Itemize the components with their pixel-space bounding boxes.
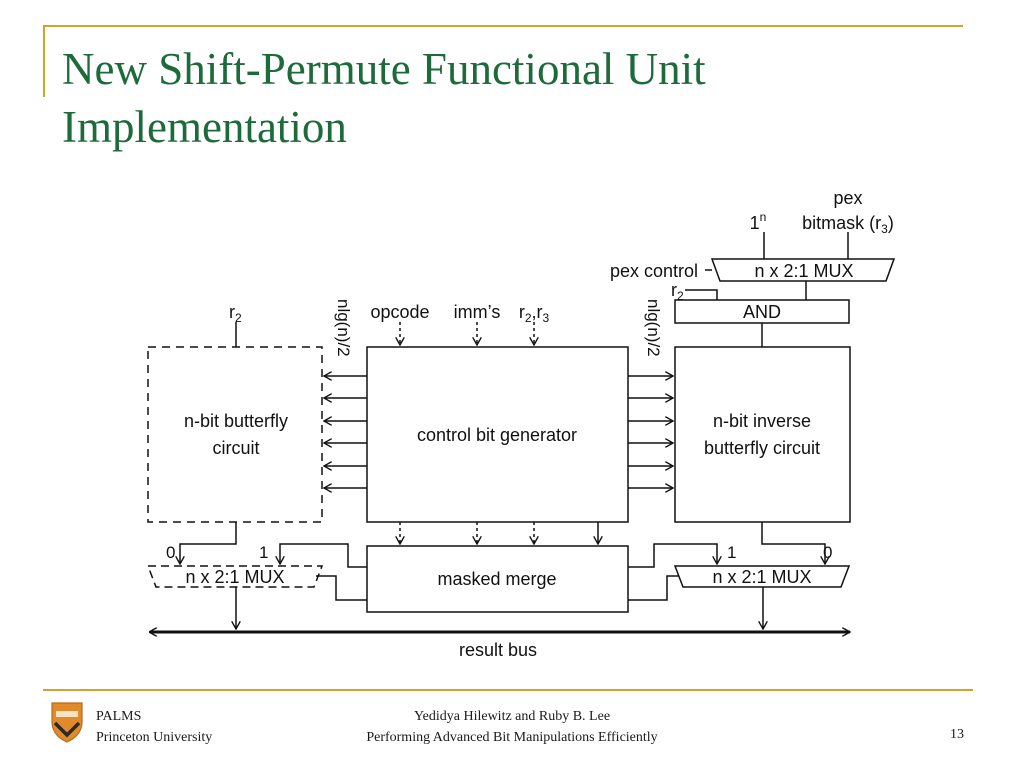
slide-title: New Shift-Permute Functional Unit Implem… (62, 40, 962, 156)
left-mux-input-1: 1 (259, 543, 268, 562)
opcode-label: opcode (370, 302, 429, 322)
nlg-left-label: nlg(n)/2 (334, 299, 353, 357)
butterfly-label-1: n-bit butterfly (184, 411, 288, 431)
header-side-rule (43, 25, 45, 97)
right-mux-input-0: 0 (823, 543, 832, 562)
footer-rule (43, 689, 973, 691)
merge-left-select-wire (316, 575, 367, 601)
title-line-1: New Shift-Permute Functional Unit (62, 44, 706, 94)
footer-talk-title: Performing Advanced Bit Manipulations Ef… (366, 730, 658, 745)
footer-org: PALMS Princeton University (96, 706, 212, 748)
r2-and-wire (685, 289, 718, 300)
butterfly-mux-wire (180, 522, 237, 564)
header-rule (43, 25, 963, 27)
left-mux (146, 565, 324, 588)
ones-label: 1n (750, 210, 767, 233)
inverse-mux-wire (761, 522, 825, 564)
butterfly-r2-label: r2 (229, 302, 242, 325)
title-line-2: Implementation (62, 102, 347, 152)
butterfly-label-2: circuit (212, 438, 259, 458)
pex-mux (710, 258, 896, 282)
right-mux (673, 565, 851, 588)
footer-org-line2: Princeton University (96, 730, 213, 745)
princeton-shield-icon (51, 702, 83, 743)
imms-label: imm’s (454, 302, 501, 322)
pex-mux-label: n x 2:1 MUX (754, 261, 853, 281)
right-control-arrows (628, 376, 673, 488)
result-bus-label: result bus (459, 640, 537, 660)
inverse-label-2: butterfly circuit (704, 438, 820, 458)
right-mux-input-1: 1 (727, 543, 736, 562)
right-mux-label: n x 2:1 MUX (712, 567, 811, 587)
page-number: 13 (950, 727, 964, 742)
masked-merge-block (366, 545, 629, 613)
masked-merge-label: masked merge (437, 569, 556, 589)
bitmask-label: bitmask (r3) (802, 213, 894, 236)
left-mux-input-0: 0 (166, 543, 175, 562)
control-bit-generator-block (366, 346, 629, 523)
pex-label: pex (833, 188, 862, 208)
control-gen-label: control bit generator (417, 425, 577, 445)
nlg-right-label: nlg(n)/2 (644, 299, 663, 357)
merge-right-mux-wire (628, 543, 717, 568)
and-r2-label: r2 (671, 280, 684, 303)
footer-org-line1: PALMS (96, 709, 142, 724)
footer-citation: Yedidya Hilewitz and Ruby B. Lee Perform… (300, 706, 724, 748)
pex-control-label: pex control (610, 261, 698, 281)
merge-right-select-wire (628, 575, 679, 601)
and-label: AND (743, 302, 781, 322)
merge-left-mux-wire (280, 543, 367, 568)
left-control-arrows (324, 376, 367, 488)
left-mux-label: n x 2:1 MUX (185, 567, 284, 587)
inverse-butterfly-block (674, 346, 851, 523)
footer-authors: Yedidya Hilewitz and Ruby B. Lee (413, 709, 611, 724)
r2r3-label: r2,r3 (519, 302, 550, 325)
butterfly-circuit-block (147, 346, 323, 523)
inverse-label-1: n-bit inverse (713, 411, 811, 431)
